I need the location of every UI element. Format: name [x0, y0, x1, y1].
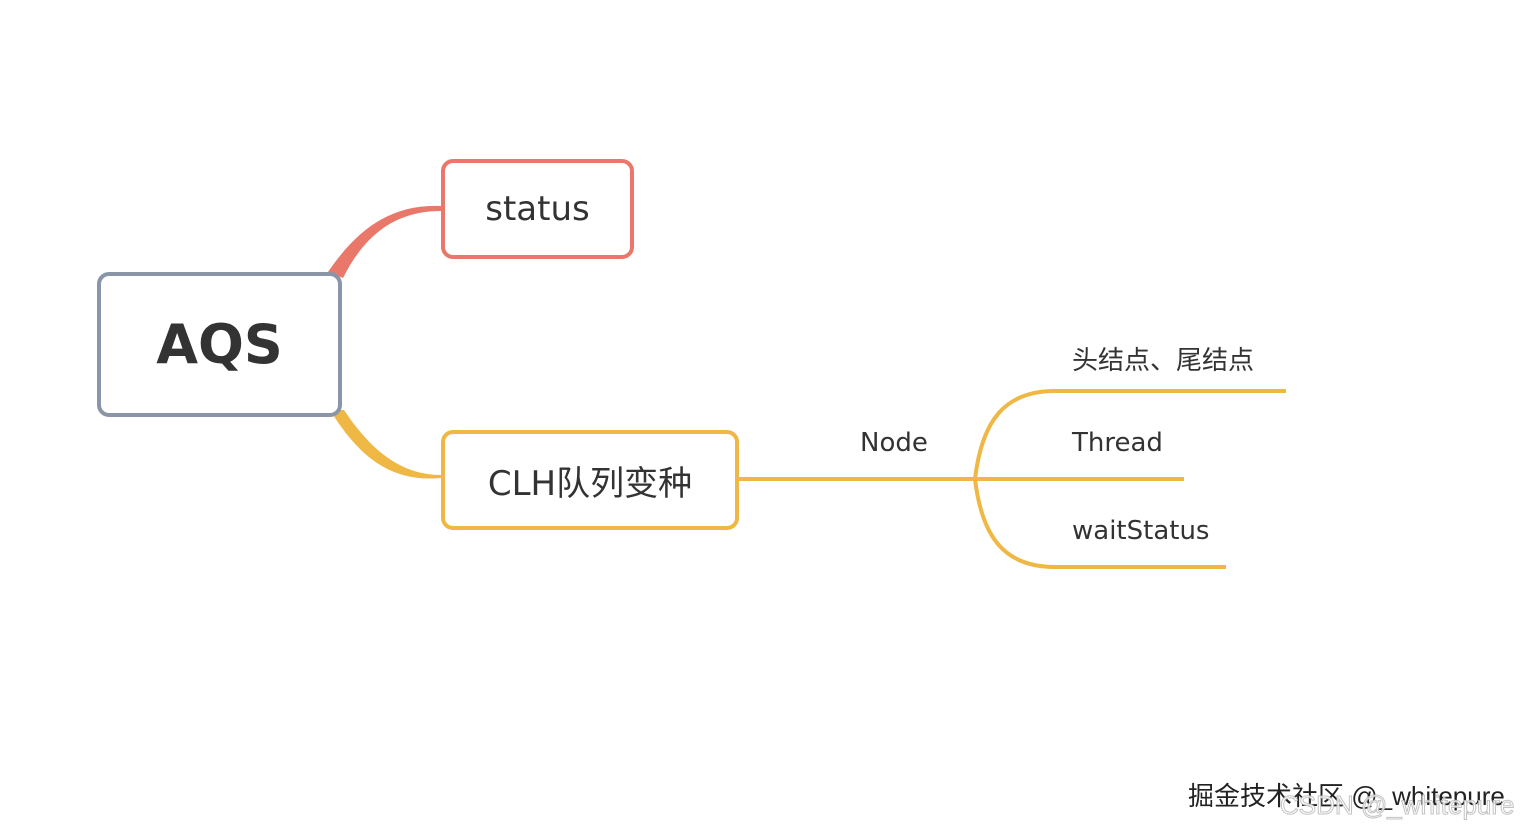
leaf-label-thread[interactable]: Thread	[1072, 428, 1163, 458]
leaf-label-head-tail[interactable]: 头结点、尾结点	[1072, 346, 1255, 376]
child-node-clh-queue[interactable]: CLH队列变种	[441, 430, 739, 530]
child-node-status[interactable]: status	[441, 159, 634, 259]
edge-node-waitstatus	[973, 478, 1226, 569]
leaf-label-waitstatus[interactable]: waitStatus	[1072, 516, 1210, 546]
watermark-juejin: 掘金技术社区 @_whitepure	[1188, 781, 1505, 811]
root-node-aqs[interactable]: AQS	[97, 272, 342, 417]
edge-root-clh	[330, 410, 441, 479]
edge-node-head-tail	[973, 389, 1286, 480]
edge-root-status	[328, 205, 441, 278]
watermark-csdn: CSDN @_whitepure	[1279, 790, 1515, 821]
edge-label-node[interactable]: Node	[860, 428, 928, 458]
